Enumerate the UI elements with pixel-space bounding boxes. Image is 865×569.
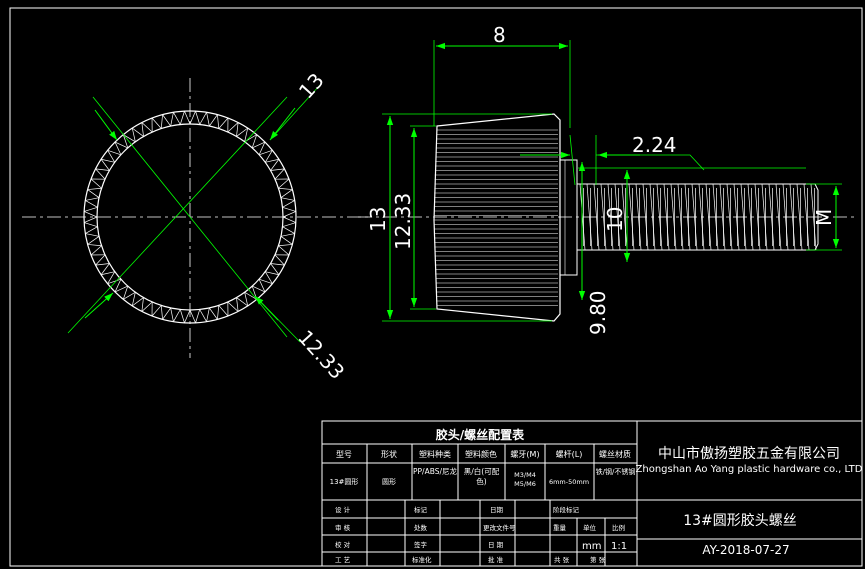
outer-knurl-circle	[83, 110, 297, 324]
cell-screw-material: 铁/钢/不锈钢	[595, 468, 636, 476]
part-name: 13#圆形胶头螺丝	[683, 512, 797, 529]
dim-shoulder-diameter: 9.80	[586, 290, 610, 335]
header-plastic-color: 塑料颜色	[465, 449, 497, 459]
cell-screw-length: 6mm-50mm	[549, 478, 589, 486]
cell-model: 13#圆形	[330, 478, 359, 486]
dim-head-height: 13	[366, 207, 390, 232]
dim-thread-length: 10	[603, 207, 627, 232]
label-count: 处数	[414, 523, 428, 532]
knurled-head-outline	[433, 113, 561, 322]
front-view: 13 12.33	[22, 68, 370, 384]
label-date-2: 日 期	[488, 541, 504, 549]
side-view: 8 13 12.33 2.24 10 9.80 M	[358, 23, 858, 335]
diagonal-line-a	[92, 96, 288, 338]
label-check: 校 对	[335, 540, 351, 549]
unit-value: mm	[582, 541, 601, 552]
header-screw-material: 螺丝材质	[599, 449, 631, 459]
label-unit: 单位	[583, 523, 597, 532]
header-model: 型号	[336, 450, 352, 459]
label-weight: 重量	[553, 524, 567, 532]
dim-13-arrow-a	[94, 109, 118, 141]
header-thread: 螺牙(M)	[510, 449, 539, 459]
dim-1233-arrow-b	[254, 295, 279, 321]
dim-thread-size: M	[812, 209, 836, 226]
dim-13-leader	[269, 84, 321, 141]
label-sheet-no: 第 张	[590, 555, 606, 564]
label-stage: 阶段标记	[553, 505, 580, 514]
company-name-cn: 中山市傲扬塑胶五金有限公司	[658, 445, 840, 462]
head-knurl-lines	[434, 129, 558, 306]
dim-224-leader	[596, 154, 705, 171]
label-process: 工 艺	[335, 556, 351, 564]
label-design: 设 计	[335, 505, 351, 514]
label-mark: 标记	[414, 505, 428, 514]
label-total-sheets: 共 张	[554, 555, 570, 564]
label-scale: 比例	[612, 523, 625, 532]
label-sign: 签字	[414, 540, 428, 549]
dim-front-inner: 12.33	[293, 325, 349, 384]
dim-head-length: 8	[493, 23, 506, 47]
drawing-number: AY-2018-07-27	[702, 543, 789, 557]
configuration-table	[321, 420, 863, 567]
cell-thread: M3/M4 M5/M6	[514, 471, 536, 488]
scale-value: 1:1	[611, 541, 627, 552]
cell-plastic-color: 黑/白(可配色)	[463, 467, 500, 486]
header-shape: 形状	[381, 449, 397, 459]
header-plastic-type: 塑料种类	[419, 449, 451, 459]
cell-plastic-type: PP/ABS/尼龙	[413, 467, 457, 476]
company-name-en: Zhongshan Ao Yang plastic hardware co., …	[636, 464, 863, 475]
label-approve: 批 准	[488, 555, 504, 564]
label-change-doc: 更改文件号	[483, 523, 516, 532]
label-date: 日期	[490, 506, 504, 514]
dim-head-inner-height: 12.33	[391, 193, 415, 250]
dim-1233-arrow-a	[84, 292, 114, 319]
thread-lines	[579, 183, 817, 251]
header-screw-length: 螺杆(L)	[556, 449, 583, 459]
label-standard: 标准化	[412, 555, 432, 564]
label-review: 审 核	[335, 523, 351, 532]
cell-shape: 圆形	[382, 478, 396, 486]
table-title: 胶头/螺丝配置表	[436, 427, 525, 442]
knurl-pattern	[84, 111, 296, 323]
dim-front-outer: 13	[294, 68, 329, 103]
dim-shoulder-length: 2.24	[632, 133, 677, 157]
dim-13-arrow-b	[269, 107, 296, 141]
